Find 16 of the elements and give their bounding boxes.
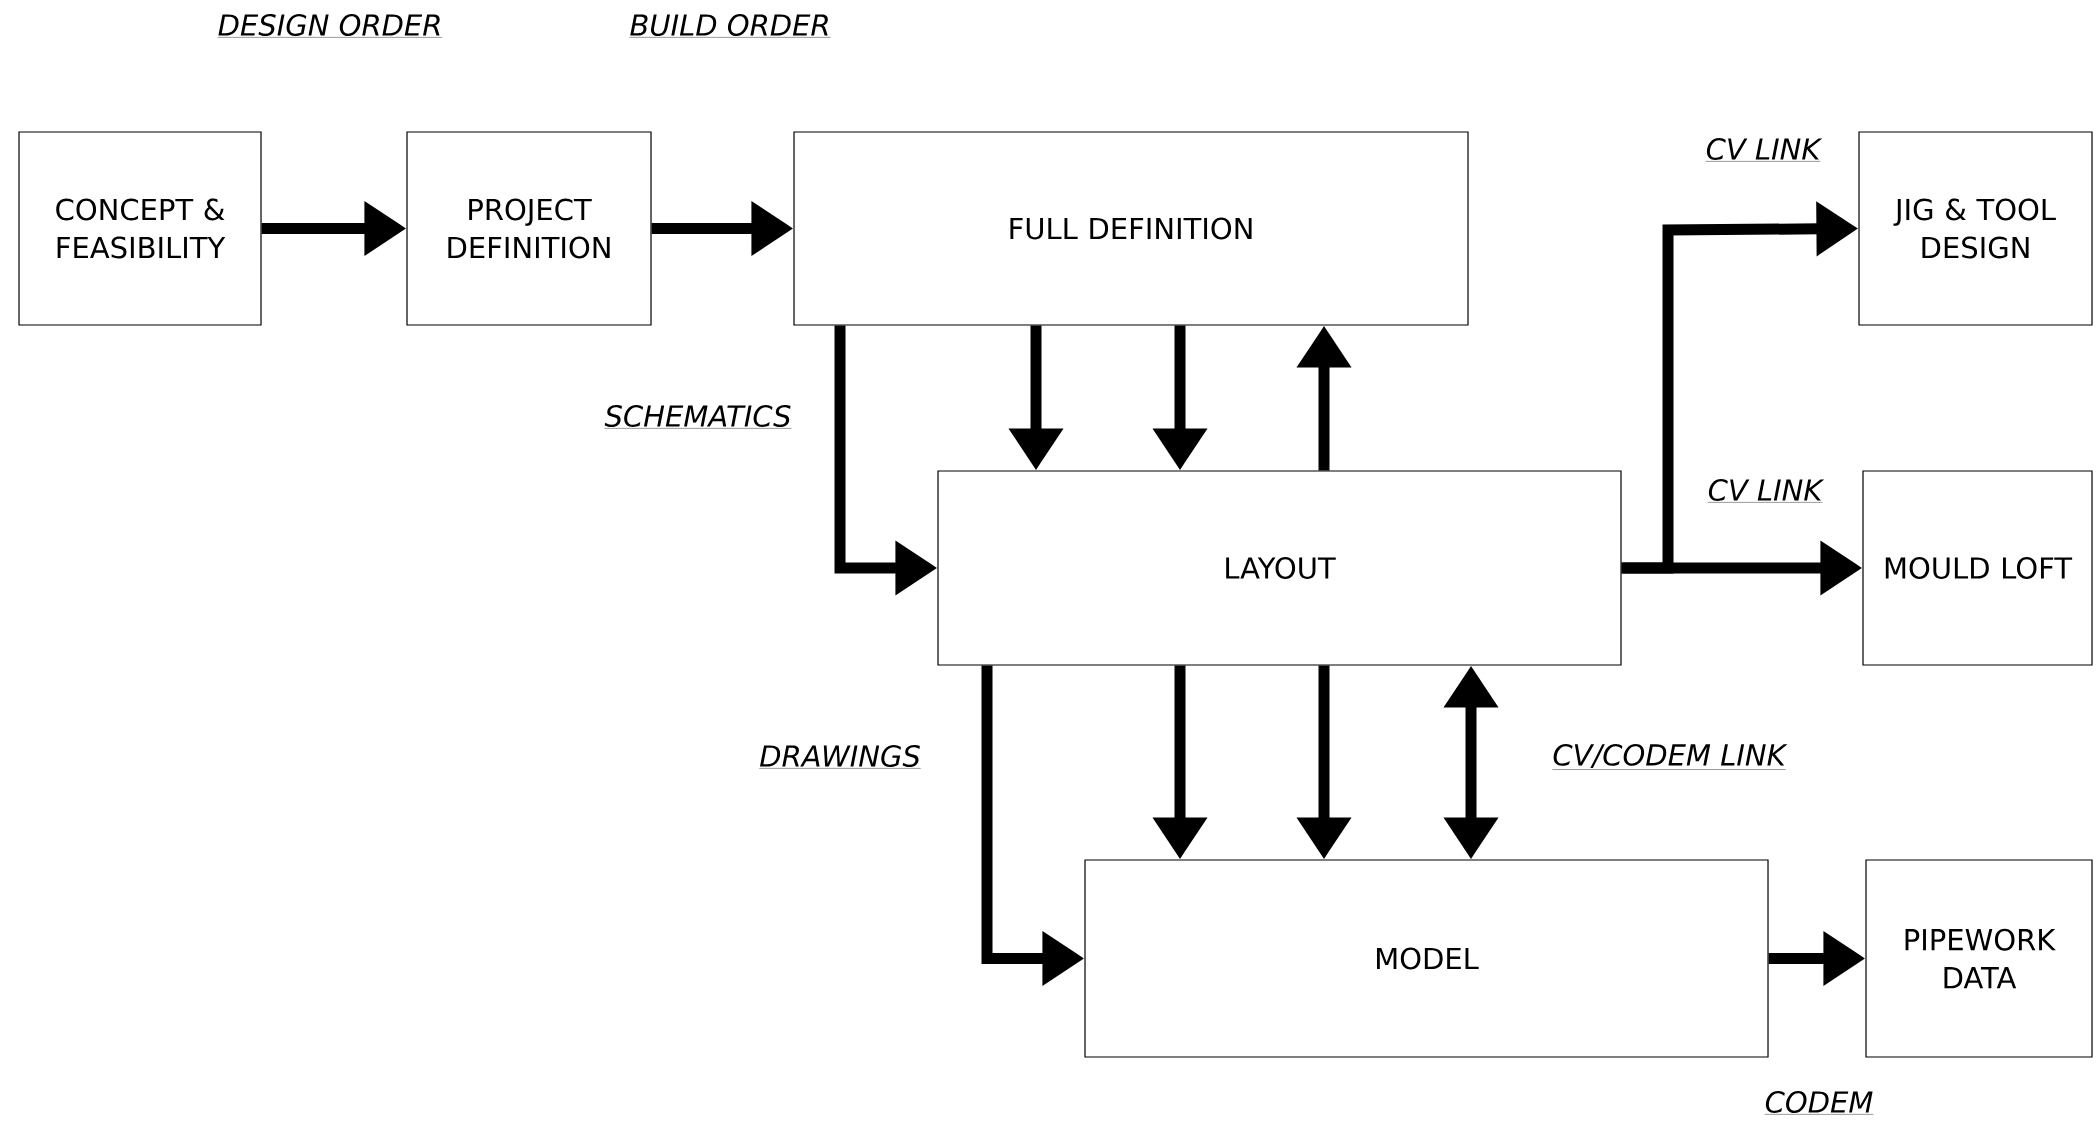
heading-label: DESIGN ORDER	[217, 14, 443, 38]
edge-label: SCHEMATICS	[601, 402, 795, 432]
process-box: FULL DEFINITION	[793, 131, 1469, 326]
heading-label: CODEM	[1764, 1091, 1874, 1115]
process-box: MODEL	[1084, 859, 1769, 1058]
process-box: PIPEWORK DATA	[1865, 859, 2093, 1058]
edge-label: CV LINK	[1704, 476, 1826, 506]
heading-label: BUILD ORDER	[629, 14, 831, 38]
edge-label: CV LINK	[1702, 135, 1824, 165]
process-box: CONCEPT & FEASIBILITY	[18, 131, 262, 326]
edge-label: CV/CODEM LINK	[1549, 740, 1789, 774]
process-box: PROJECT DEFINITION	[406, 131, 652, 326]
edge-label: DRAWINGS	[756, 742, 924, 772]
process-box: MOULD LOFT	[1862, 470, 2093, 666]
process-box: LAYOUT	[937, 470, 1622, 666]
process-box: JIG & TOOL DESIGN	[1858, 131, 2093, 326]
